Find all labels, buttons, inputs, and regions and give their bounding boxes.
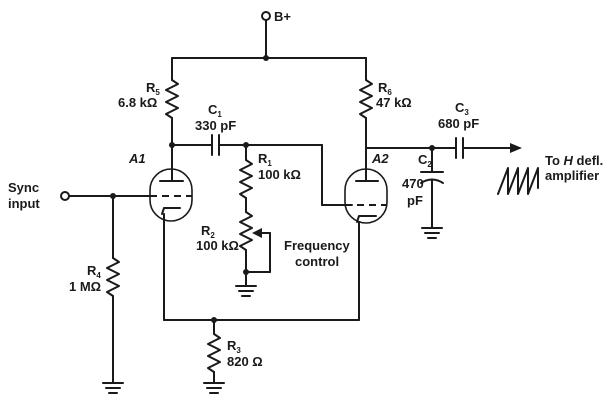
c1-value: 330 pF bbox=[195, 118, 236, 133]
potentiometer-r2 bbox=[239, 211, 271, 287]
frequency-control-line2: control bbox=[295, 254, 339, 269]
sawtooth-waveform-icon bbox=[497, 167, 539, 195]
r6-value: 47 kΩ bbox=[376, 95, 412, 110]
tube-a2-label: A2 bbox=[371, 151, 389, 166]
r6-name: R6 bbox=[378, 80, 392, 97]
sync-input-terminal bbox=[60, 191, 70, 201]
wiper-arrow bbox=[252, 228, 262, 238]
r2-value: 100 kΩ bbox=[196, 238, 239, 253]
frequency-control-line1: Frequency bbox=[284, 238, 351, 253]
capacitor-c2 bbox=[420, 147, 444, 229]
r3-value: 820 Ω bbox=[227, 354, 263, 369]
r2-name: R2 bbox=[201, 223, 215, 240]
b-plus-label: B+ bbox=[274, 9, 291, 24]
r4-name: R4 bbox=[87, 263, 101, 280]
capacitor-c1 bbox=[211, 134, 220, 156]
resistor-r6 bbox=[359, 57, 373, 149]
r1-value: 100 kΩ bbox=[258, 167, 301, 182]
c2-name: C2 bbox=[418, 152, 432, 169]
resistor-r1 bbox=[239, 144, 253, 213]
r1-name: R1 bbox=[258, 151, 272, 168]
ground-r4 bbox=[102, 382, 124, 394]
c3-name: C3 bbox=[455, 100, 469, 117]
output-arrow bbox=[510, 143, 522, 153]
resistor-r5 bbox=[165, 57, 179, 146]
resistor-r3 bbox=[207, 319, 221, 384]
ground-c2 bbox=[421, 227, 443, 239]
resistor-r4 bbox=[106, 195, 120, 384]
output-label-line2: amplifier bbox=[545, 168, 599, 183]
c2-value-line2: pF bbox=[407, 193, 423, 208]
r5-value: 6.8 kΩ bbox=[118, 95, 157, 110]
output-label-line1: To H defl. bbox=[545, 153, 603, 168]
c3-value: 680 pF bbox=[438, 116, 479, 131]
capacitor-c3 bbox=[455, 137, 464, 159]
b-plus-terminal: B+ bbox=[261, 9, 291, 59]
sync-input-line2: input bbox=[8, 196, 40, 211]
c1-name: C1 bbox=[208, 102, 222, 119]
tube-a2 bbox=[344, 147, 388, 224]
tube-a1 bbox=[149, 144, 193, 222]
ground-r3 bbox=[203, 382, 225, 394]
r4-value: 1 MΩ bbox=[69, 279, 101, 294]
ground-r2 bbox=[235, 285, 257, 297]
c2-value-line1: 470 bbox=[402, 176, 424, 191]
tube-a1-label: A1 bbox=[128, 151, 146, 166]
r3-name: R3 bbox=[227, 338, 241, 355]
sync-input-line1: Sync bbox=[8, 180, 39, 195]
r5-name: R5 bbox=[146, 80, 160, 97]
